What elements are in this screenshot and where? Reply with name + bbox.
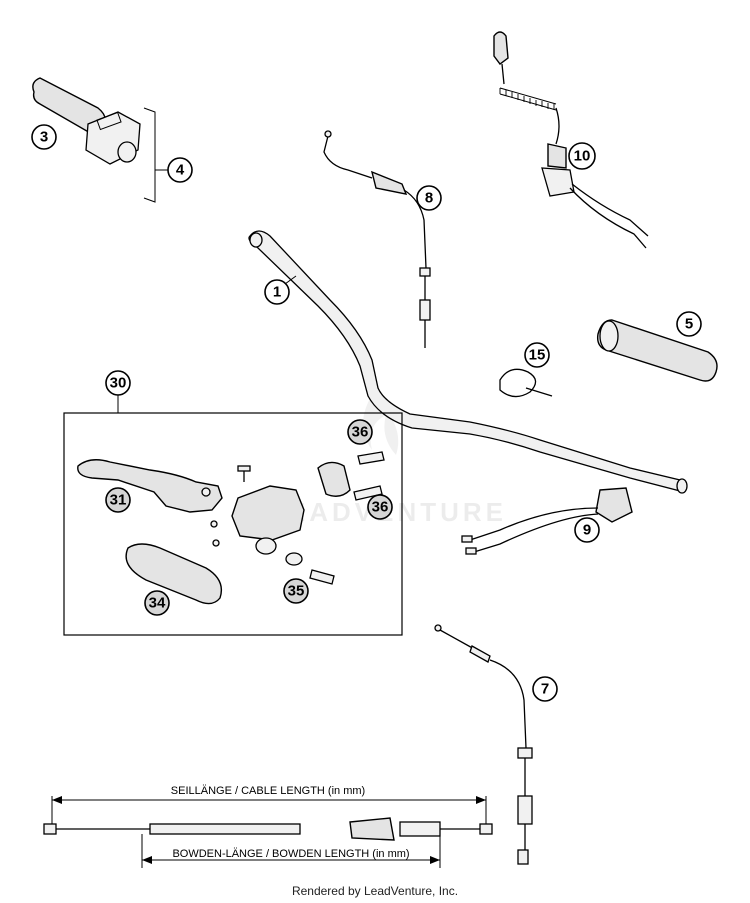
left-grip[interactable] [596,319,718,382]
footer-credit: Rendered by LeadVenture, Inc. [291,884,459,898]
pivot-bolt[interactable] [237,465,251,482]
perch-clamp[interactable] [317,461,351,497]
svg-text:8: 8 [425,190,433,207]
bolt-36-lower[interactable] [353,485,383,501]
svg-text:1: 1 [273,284,281,301]
svg-text:31: 31 [110,492,127,509]
callout-3: 3 [31,124,57,150]
svg-text:36: 36 [352,424,369,441]
svg-text:3: 3 [40,129,48,146]
callout-36-upper: 36 [347,419,373,445]
kill-switch-lanyard[interactable] [493,31,649,249]
callout-1: 1 [264,279,290,305]
svg-text:4: 4 [176,162,185,179]
callout-4: 4 [167,157,193,183]
svg-text:7: 7 [541,681,549,698]
adjuster-screw[interactable] [285,552,335,585]
svg-text:9: 9 [583,522,591,539]
callout-34: 34 [144,590,170,616]
svg-text:35: 35 [288,583,305,600]
clutch-cable[interactable] [434,624,533,865]
svg-text:36: 36 [372,499,389,516]
handlebar[interactable] [248,230,688,494]
small-nut[interactable] [210,520,220,547]
assembly-bracket-4 [143,107,168,203]
svg-text:30: 30 [110,375,127,392]
callout-10: 10 [568,142,596,170]
callout-35: 35 [283,578,309,604]
callout-9: 9 [574,517,600,543]
reference-cable [43,817,493,841]
callout-5: 5 [676,311,702,337]
cable-tie[interactable] [499,368,553,398]
callout-36-lower: 36 [367,494,393,520]
svg-text:34: 34 [149,595,166,612]
bowden-length-label: BOWDEN-LÄNGE / BOWDEN LENGTH (in mm) [172,848,409,860]
svg-text:10: 10 [574,148,591,165]
clutch-lever[interactable] [77,459,223,513]
cable-length-label: SEILLÄNGE / CABLE LENGTH (in mm) [171,785,365,797]
svg-text:5: 5 [685,316,693,333]
bowden-length-dimension: BOWDEN-LÄNGE / BOWDEN LENGTH (in mm) [141,834,441,868]
handlebar-switch[interactable] [461,487,633,555]
svg-text:15: 15 [529,347,546,364]
callout-15: 15 [524,342,550,368]
callout-7: 7 [532,676,558,702]
bolt-36-upper[interactable] [357,451,385,465]
lever-boot[interactable] [125,543,223,605]
callout-8: 8 [416,185,442,211]
callout-30: 30 [105,370,131,396]
clutch-perch[interactable] [231,485,305,555]
throttle-grip[interactable] [32,77,141,165]
clutch-assembly-frame [63,412,403,636]
callout-31: 31 [105,487,131,513]
